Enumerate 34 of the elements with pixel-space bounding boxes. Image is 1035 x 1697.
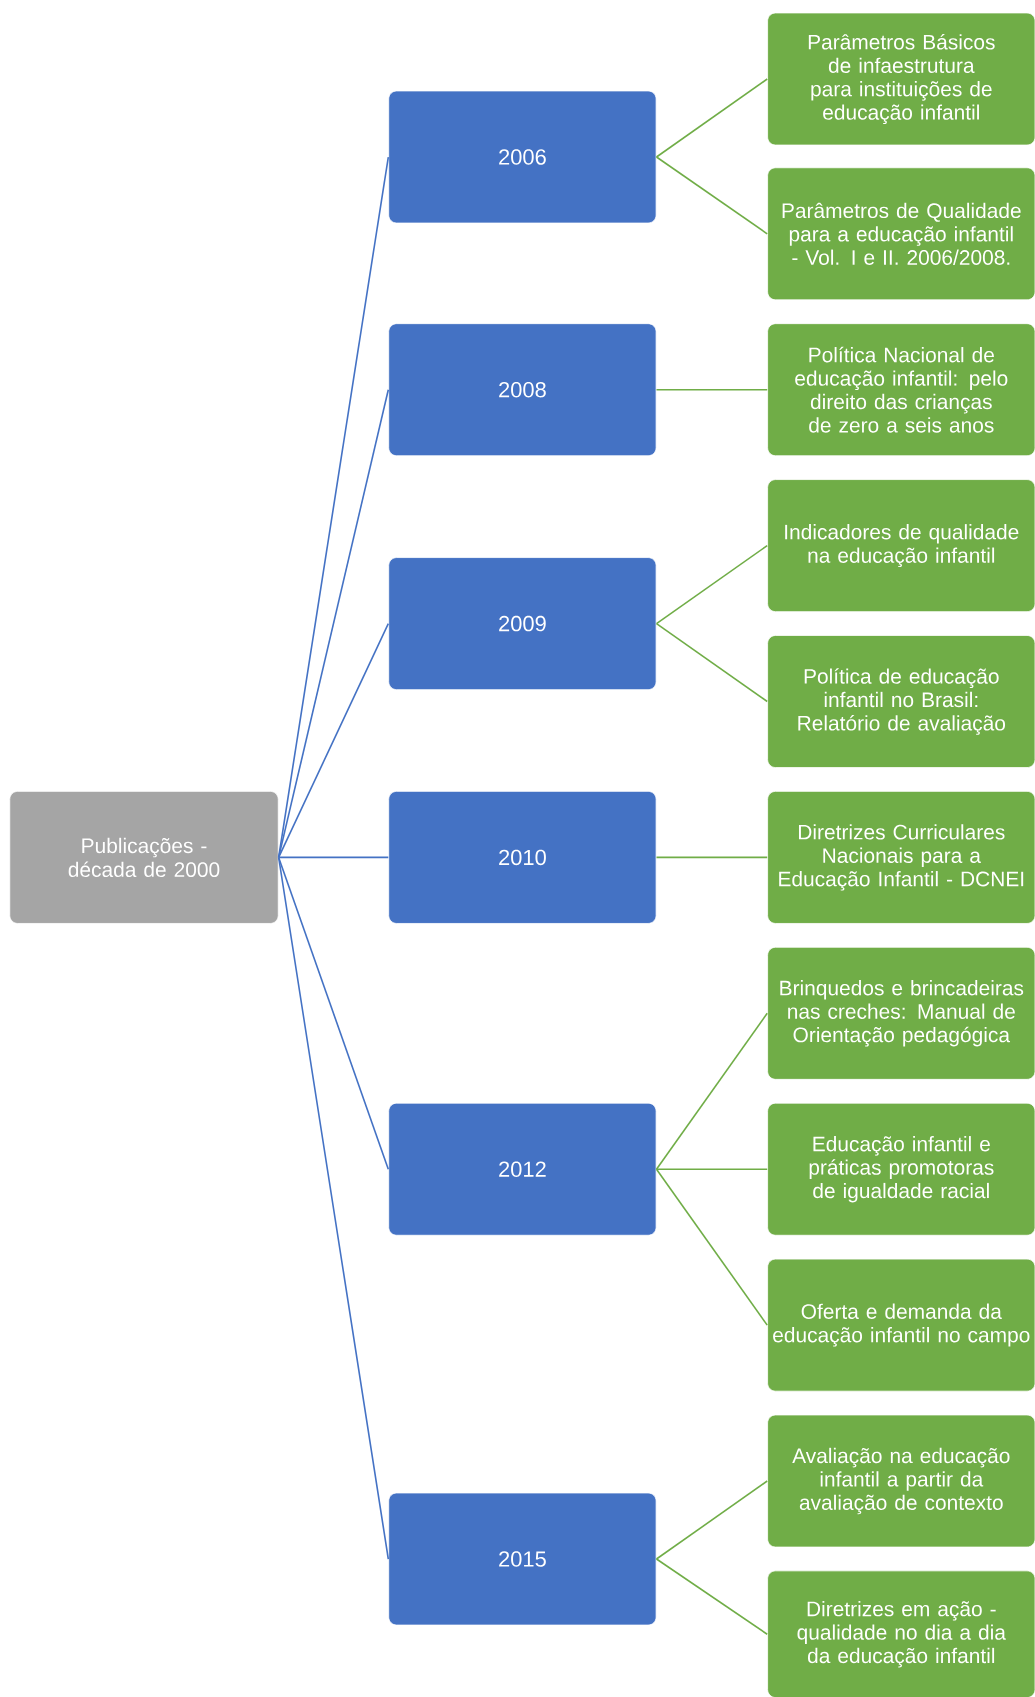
publication-box: Parâmetros de Qualidade para a educação infantil - Vol. I e II. 2006/2008. [767,167,1035,301]
publication-box: Diretrizes Curriculares Nacionais para a Educação Infantil - DCNEI [767,790,1035,924]
connector-line [655,1480,768,1560]
connector-line [277,388,390,859]
year-box: 2012 [388,1102,657,1236]
topic-box: Publicações - década de 2000 [9,790,279,924]
year-box: 2015 [388,1492,657,1626]
year-box: 2010 [388,790,657,924]
publication-box: Política Nacional de educação infantil: pelo direito das crianças de zero a seis anos [767,323,1035,457]
connector-line [655,856,768,859]
connector-line [655,544,768,625]
year-box: 2008 [388,323,657,457]
publication-box: Brinquedos e brincadeiras nas creches: Manual de Orientação pedagógica [767,946,1035,1080]
connector-line [277,622,390,859]
connector-line [655,388,768,391]
year-box: 2006 [388,90,657,224]
publication-box: Avaliação na educação infantil a partir da avaliação de contexto [767,1414,1035,1548]
connector-line [277,856,390,1560]
publication-box: Parâmetros Básicos de infaestrutura para instituições de educação infantil [767,12,1035,146]
publication-box: Educação infantil e práticas promotoras de igualdade racial [767,1102,1035,1236]
publication-box: Oferta e demanda da educação infantil no campo [767,1258,1035,1392]
connector-line [655,1012,768,1170]
connector-line [655,1558,768,1635]
connector-line [655,1168,768,1170]
connector-line [655,156,768,235]
connector-line [277,856,390,1170]
connector-line [655,78,768,158]
publication-box: Diretrizes em ação - qualidade no dia a dia da educação infantil [767,1570,1035,1697]
publication-box: Política de educação infantil no Brasil: Relatório de avaliação [767,635,1035,768]
connector-line [655,622,768,703]
year-box: 2009 [388,557,657,691]
connector-line [655,1168,768,1326]
connector-line [277,856,390,859]
publication-box: Indicadores de qualidade na educação infantil [767,479,1035,613]
